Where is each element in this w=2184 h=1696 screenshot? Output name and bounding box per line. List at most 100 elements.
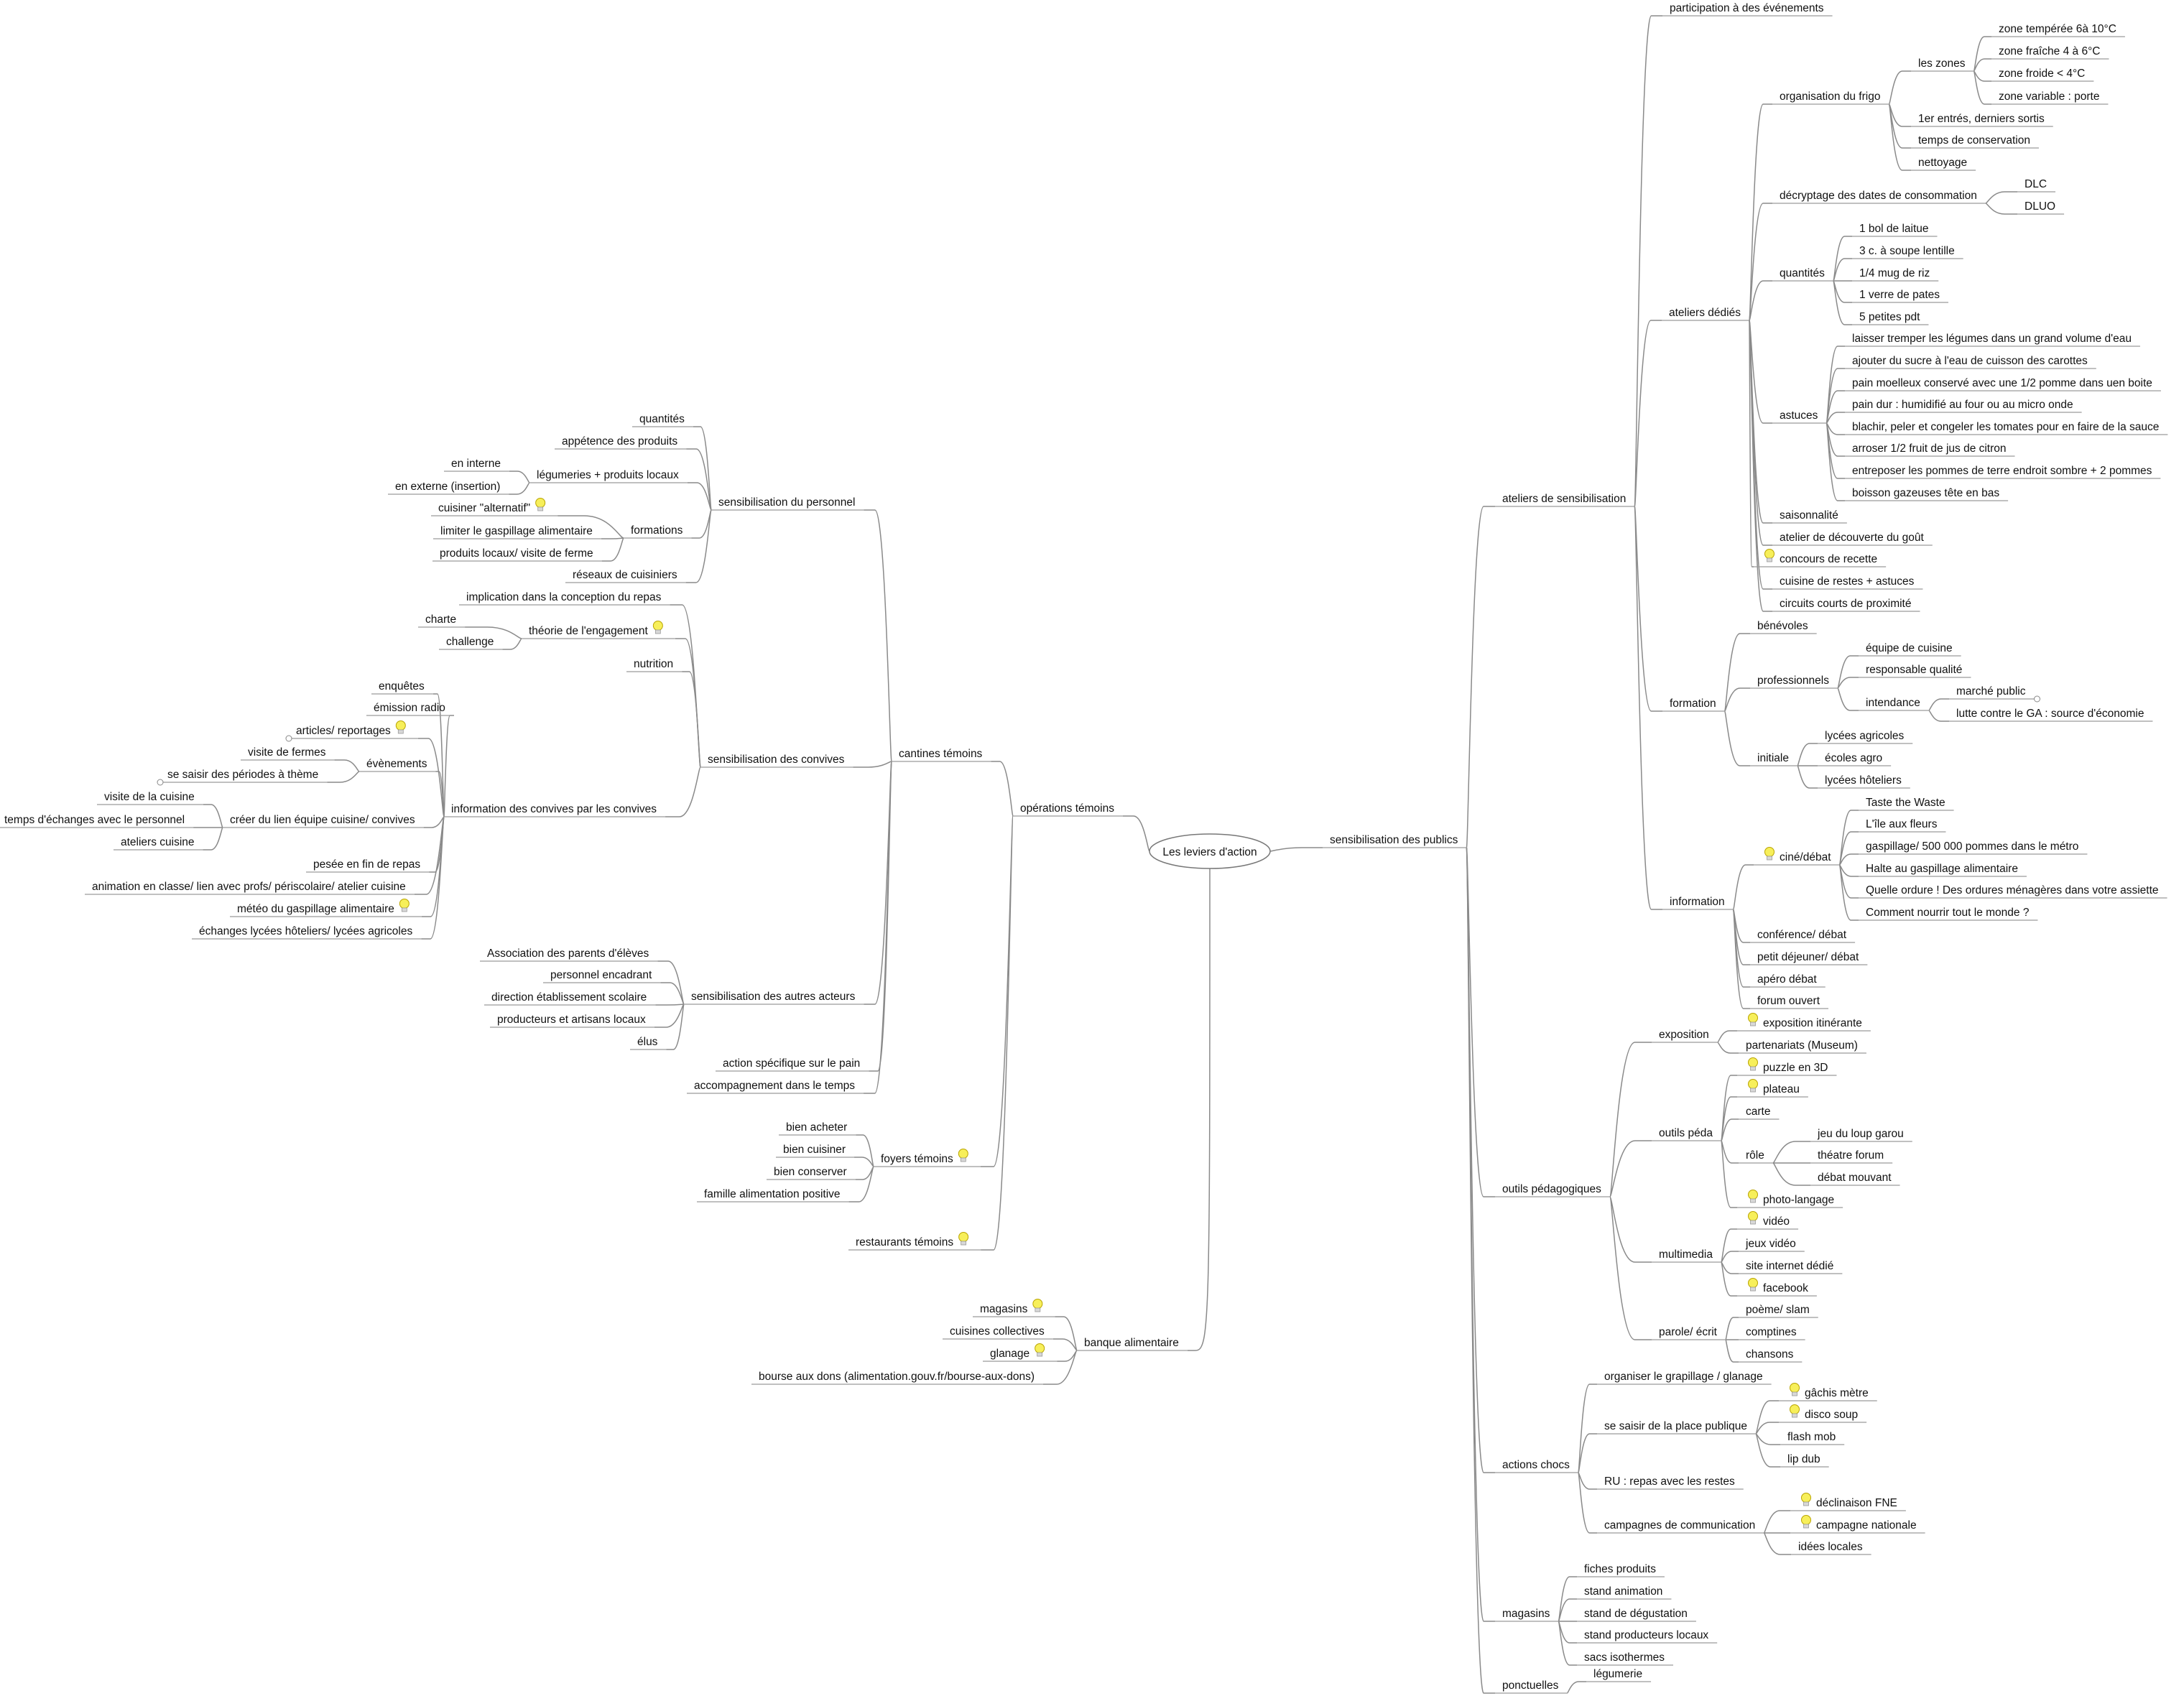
- node-legumerie[interactable]: légumerie: [1586, 1668, 1652, 1682]
- node-temps-de-conservation[interactable]: temps de conservation: [1911, 134, 2039, 149]
- node-nutrition[interactable]: nutrition: [626, 658, 682, 672]
- node-participation-a-des-evenements[interactable]: participation à des événements: [1662, 2, 1833, 17]
- node-forum-ouvert[interactable]: forum ouvert: [1750, 995, 1829, 1009]
- node-challenge[interactable]: challenge: [439, 636, 503, 650]
- node-ateliers-dedies[interactable]: ateliers dédiés: [1662, 307, 1749, 321]
- node-ateliers-cuisine[interactable]: ateliers cuisine: [114, 836, 203, 851]
- node-visite-de-la-cuisine[interactable]: visite de la cuisine: [97, 791, 203, 805]
- node-se-saisir-des-periodes-a-theme[interactable]: se saisir des périodes à thème: [160, 769, 328, 783]
- node-cine-debat[interactable]: ciné/débat: [1754, 847, 1840, 866]
- node-actions-chocs[interactable]: actions chocs: [1495, 1459, 1578, 1473]
- node-pain-moelleux-conserve-avec-une-1-2-pomm[interactable]: pain moelleux conservé avec une 1/2 pomm…: [1845, 377, 2161, 391]
- node-saisonnalite[interactable]: saisonnalité: [1772, 509, 1847, 524]
- node-articles-reportages[interactable]: articles/ reportages: [289, 720, 418, 739]
- node-quantites[interactable]: quantités: [632, 413, 693, 427]
- node-poeme-slam[interactable]: poème/ slam: [1739, 1304, 1818, 1318]
- node-arroser-1-2-fruit-de-jus-de-citron[interactable]: arroser 1/2 fruit de jus de citron: [1845, 442, 2015, 457]
- node-outils-peda[interactable]: outils péda: [1652, 1127, 1721, 1141]
- node-implication-dans-la-conception-du-repas[interactable]: implication dans la conception du repas: [459, 591, 670, 606]
- node-1-verre-de-pates[interactable]: 1 verre de pates: [1852, 289, 1949, 303]
- node-taste-the-waste[interactable]: Taste the Waste: [1859, 797, 1954, 811]
- node-foyers-temoins[interactable]: foyers témoins: [874, 1149, 981, 1167]
- node-produits-locaux-visite-de-ferme[interactable]: produits locaux/ visite de ferme: [432, 547, 602, 562]
- node-association-des-parents-d-eleves[interactable]: Association des parents d'élèves: [480, 947, 658, 962]
- node-debat-mouvant[interactable]: débat mouvant: [1810, 1172, 1900, 1186]
- node-personnel-encadrant[interactable]: personnel encadrant: [543, 969, 661, 983]
- node-ecoles-agro[interactable]: écoles agro: [1818, 752, 1892, 766]
- node-legumeries-produits-locaux[interactable]: légumeries + produits locaux: [529, 469, 688, 483]
- node-operations-temoins[interactable]: opérations témoins: [1013, 802, 1123, 817]
- collapse-toggle-icon[interactable]: [285, 735, 292, 742]
- node-appetence-des-produits[interactable]: appétence des produits: [555, 435, 687, 450]
- node-decryptage-des-dates-de-consommation[interactable]: décryptage des dates de consommation: [1772, 190, 1986, 204]
- node-direction-etablissement-scolaire[interactable]: direction établissement scolaire: [484, 991, 656, 1006]
- node-ru-repas-avec-les-restes[interactable]: RU : repas avec les restes: [1597, 1475, 1744, 1490]
- node-equipe-de-cuisine[interactable]: équipe de cuisine: [1859, 642, 1961, 657]
- node-charte[interactable]: charte: [418, 613, 466, 628]
- node-disco-soup[interactable]: disco soup: [1779, 1404, 1867, 1423]
- node-zone-temperee-6a-10-c[interactable]: zone tempérée 6à 10°C: [1991, 23, 2125, 37]
- node-formation[interactable]: formation: [1662, 698, 1725, 712]
- node-emission-radio[interactable]: émission radio: [366, 702, 454, 716]
- node-blachir-peler-et-congeler-les-tomates-po[interactable]: blachir, peler et congeler les tomates p…: [1845, 421, 2168, 435]
- node-bourse-aux-dons-alimentation-gouv-fr-bou[interactable]: bourse aux dons (alimentation.gouv.fr/bo…: [751, 1371, 1043, 1385]
- node-magasins[interactable]: magasins: [973, 1299, 1055, 1317]
- node-apero-debat[interactable]: apéro débat: [1750, 973, 1826, 988]
- node-jeux-video[interactable]: jeux vidéo: [1739, 1238, 1805, 1252]
- node-astuces[interactable]: astuces: [1772, 409, 1827, 424]
- node-initiale[interactable]: initiale: [1750, 752, 1797, 766]
- node-declinaison-fne[interactable]: déclinaison FNE: [1790, 1493, 1906, 1511]
- node-puzzle-en-3d[interactable]: puzzle en 3D: [1737, 1057, 1837, 1076]
- node-limiter-le-gaspillage-alimentaire[interactable]: limiter le gaspillage alimentaire: [433, 525, 601, 539]
- node-facebook[interactable]: facebook: [1737, 1278, 1817, 1297]
- node-famille-alimentation-positive[interactable]: famille alimentation positive: [697, 1188, 849, 1203]
- node-gaspillage-500-000-pommes-dans-le-metro[interactable]: gaspillage/ 500 000 pommes dans le métro: [1859, 840, 2088, 855]
- collapse-toggle-icon[interactable]: [157, 779, 164, 786]
- node-laisser-tremper-les-legumes-dans-un-gran[interactable]: laisser tremper les légumes dans un gran…: [1845, 333, 2140, 347]
- node-sensibilisation-des-autres-acteurs[interactable]: sensibilisation des autres acteurs: [684, 991, 864, 1005]
- node-evenements[interactable]: évènements: [359, 758, 436, 772]
- node-glanage[interactable]: glanage: [983, 1343, 1058, 1362]
- node-site-internet-dedie[interactable]: site internet dédié: [1739, 1260, 1843, 1274]
- node-atelier-de-decouverte-du-gout[interactable]: atelier de découverte du goût: [1772, 532, 1933, 546]
- node-idees-locales[interactable]: idées locales: [1791, 1541, 1871, 1555]
- node-sensibilisation-du-personnel[interactable]: sensibilisation du personnel: [711, 496, 864, 511]
- node-benevoles[interactable]: bénévoles: [1750, 620, 1817, 634]
- node-marche-public[interactable]: marché public: [1949, 685, 2035, 700]
- node-restaurants-temoins[interactable]: restaurants témoins: [848, 1232, 981, 1251]
- node-enquetes[interactable]: enquêtes: [371, 680, 433, 695]
- node-lutte-contre-le-ga-source-d-economie[interactable]: lutte contre le GA : source d'économie: [1949, 708, 2153, 722]
- node-flash-mob[interactable]: flash mob: [1780, 1431, 1845, 1445]
- node-sensibilisation-des-publics[interactable]: sensibilisation des publics: [1323, 834, 1467, 848]
- root-node[interactable]: Les leviers d'action: [1149, 833, 1271, 869]
- node-organisation-du-frigo[interactable]: organisation du frigo: [1772, 91, 1889, 105]
- node-lycees-agricoles[interactable]: lycées agricoles: [1818, 730, 1913, 744]
- node-dlc[interactable]: DLC: [2017, 178, 2056, 193]
- node-halte-au-gaspillage-alimentaire[interactable]: Halte au gaspillage alimentaire: [1859, 863, 2027, 877]
- node-echanges-lycees-hoteliers-lycees-agricol[interactable]: échanges lycées hôteliers/ lycées agrico…: [192, 925, 422, 940]
- node-l-ile-aux-fleurs[interactable]: L'île aux fleurs: [1859, 818, 1946, 833]
- node-organiser-le-grapillage-glanage[interactable]: organiser le grapillage / glanage: [1597, 1371, 1772, 1385]
- node-plateau[interactable]: plateau: [1737, 1079, 1808, 1098]
- node-accompagnement-dans-le-temps[interactable]: accompagnement dans le temps: [687, 1080, 864, 1094]
- node-quantites[interactable]: quantités: [1772, 267, 1833, 282]
- node-stand-animation[interactable]: stand animation: [1577, 1585, 1672, 1600]
- node-information-des-convives-par-les-convive[interactable]: information des convives par les convive…: [444, 803, 666, 817]
- node-outils-pedagogiques[interactable]: outils pédagogiques: [1495, 1183, 1610, 1197]
- node-theatre-forum[interactable]: théatre forum: [1810, 1149, 1893, 1164]
- node-responsable-qualite[interactable]: responsable qualité: [1859, 664, 1971, 678]
- node-1-bol-de-laitue[interactable]: 1 bol de laitue: [1852, 223, 1938, 237]
- node-sacs-isothermes[interactable]: sacs isothermes: [1577, 1651, 1673, 1666]
- node-zone-froide-4-c[interactable]: zone froide < 4°C: [1991, 68, 2094, 82]
- node-banque-alimentaire[interactable]: banque alimentaire: [1077, 1337, 1188, 1351]
- node-video[interactable]: vidéo: [1737, 1211, 1799, 1230]
- node-cantines-temoins[interactable]: cantines témoins: [892, 748, 991, 762]
- node-lip-dub[interactable]: lip dub: [1780, 1453, 1829, 1468]
- node-les-zones[interactable]: les zones: [1911, 57, 1974, 72]
- node-3-c-a-soupe-lentille[interactable]: 3 c. à soupe lentille: [1852, 245, 1963, 259]
- node-zone-fraiche-4-a-6-c[interactable]: zone fraîche 4 à 6°C: [1991, 45, 2109, 60]
- node-partenariats-museum[interactable]: partenariats (Museum): [1739, 1039, 1866, 1054]
- node-theorie-de-l-engagement[interactable]: théorie de l'engagement: [522, 621, 675, 639]
- node-visite-de-fermes[interactable]: visite de fermes: [241, 746, 335, 761]
- node-chansons[interactable]: chansons: [1739, 1348, 1803, 1363]
